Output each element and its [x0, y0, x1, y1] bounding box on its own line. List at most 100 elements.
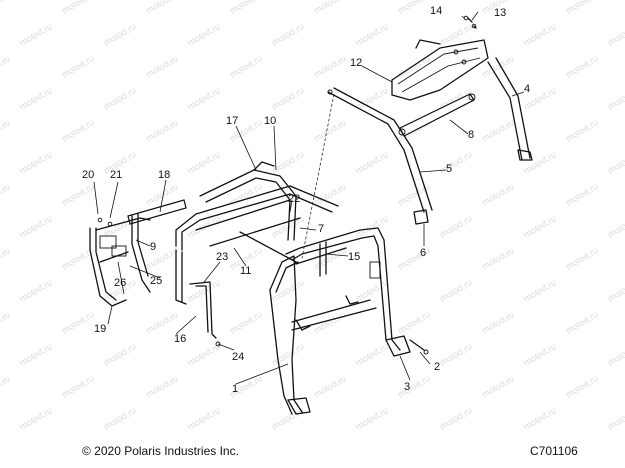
- watermark-text: motod.ru: [522, 341, 558, 367]
- watermark-text: motod.ru: [606, 341, 625, 367]
- watermark-text: motod.ru: [438, 213, 474, 239]
- watermark-text: motod.ru: [564, 309, 600, 335]
- watermark-text: motod.ru: [18, 213, 54, 239]
- watermark-text: motod.ru: [60, 309, 96, 335]
- watermark-text: motod.ru: [312, 0, 348, 16]
- watermark-text: motod.ru: [438, 149, 474, 175]
- watermark-text: motod.ru: [354, 341, 390, 367]
- watermark-text: motod.ru: [0, 373, 12, 399]
- watermark-text: motod.ru: [396, 0, 432, 16]
- part-7-15-front-cage: [285, 227, 401, 351]
- watermark-text: motod.ru: [564, 117, 600, 143]
- watermark-text: motod.ru: [480, 245, 516, 271]
- watermark-text: motod.ru: [480, 373, 516, 399]
- watermark-text: motod.ru: [564, 181, 600, 207]
- watermark-text: motod.ru: [18, 21, 54, 47]
- part-16-strut: [189, 281, 221, 347]
- watermark-text: motod.ru: [564, 373, 600, 399]
- part-5-rear-roll-bar: [327, 87, 433, 225]
- callout-13: 13: [494, 7, 506, 19]
- watermark-text: motod.ru: [564, 0, 600, 16]
- watermark-text: motod.ru: [228, 0, 264, 16]
- watermark-text: motod.ru: [438, 21, 474, 47]
- watermark-text: motod.ru: [312, 181, 348, 207]
- watermark-text: motod.ru: [144, 0, 180, 16]
- callout-6: 6: [420, 247, 426, 259]
- watermark-text: motod.ru: [0, 245, 12, 271]
- watermark-text: motod.ru: [522, 213, 558, 239]
- watermark-text: motod.ru: [480, 181, 516, 207]
- callout-24: 24: [232, 351, 244, 363]
- callout-26: 26: [114, 277, 126, 289]
- watermark-text: motod.ru: [186, 277, 222, 303]
- watermark-text: motod.ru: [102, 85, 138, 111]
- callout-14: 14: [430, 5, 442, 17]
- part-11-center-cage: [175, 185, 339, 305]
- callout-19: 19: [94, 323, 106, 335]
- callout-3: 3: [404, 381, 410, 393]
- watermark-text: motod.ru: [522, 149, 558, 175]
- part-19-left-bracket: [89, 213, 151, 307]
- watermark-text: motod.ru: [606, 21, 625, 47]
- watermark-text: motod.ru: [0, 117, 12, 143]
- watermark-text: motod.ru: [60, 373, 96, 399]
- callout-20: 20: [82, 169, 94, 181]
- callout-1: 1: [232, 383, 238, 395]
- watermark-text: motod.ru: [312, 117, 348, 143]
- watermark-text: motod.ru: [18, 277, 54, 303]
- watermark-text: motod.ru: [438, 341, 474, 367]
- copyright-notice: © 2020 Polaris Industries Inc.: [82, 444, 239, 458]
- watermark-text: motod.ru: [18, 341, 54, 367]
- diagram-id: C701106: [530, 444, 578, 458]
- callout-15: 15: [348, 251, 360, 263]
- watermark-text: motod.ru: [312, 373, 348, 399]
- watermark-text: motod.ru: [0, 181, 12, 207]
- watermark-text: motod.ru: [480, 117, 516, 143]
- watermark-text: motod.ru: [606, 149, 625, 175]
- callout-16: 16: [174, 333, 186, 345]
- watermark-text: motod.ru: [354, 149, 390, 175]
- watermark-text: motod.ru: [522, 21, 558, 47]
- callout-8: 8: [468, 129, 474, 141]
- part-12-rear-panel: [391, 15, 489, 101]
- callout-12: 12: [350, 57, 362, 69]
- watermark-text: motod.ru: [270, 85, 306, 111]
- watermark-text: motod.ru: [144, 53, 180, 79]
- watermark-text: motod.ru: [186, 21, 222, 47]
- watermark-text: motod.ru: [522, 405, 558, 431]
- callout-25: 25: [150, 275, 162, 287]
- watermark-text: motod.ru: [270, 21, 306, 47]
- watermark-text: motod.ru: [60, 181, 96, 207]
- watermark-text: motod.ru: [480, 309, 516, 335]
- watermark-text: motod.ru: [60, 53, 96, 79]
- callout-7: 7: [318, 223, 324, 235]
- callout-labels: 1 2 3 4 5 6 7 8 9 10 11 12 13 14 15 16 1…: [82, 5, 530, 395]
- watermark-text: motod.ru: [60, 0, 96, 16]
- watermark-text: motod.ru: [0, 53, 12, 79]
- callout-17: 17: [226, 115, 238, 127]
- watermark-text: motod.ru: [522, 277, 558, 303]
- watermark-text: motod.ru: [396, 309, 432, 335]
- watermark-text: motod.ru: [144, 117, 180, 143]
- watermark-text: motod.ru: [438, 405, 474, 431]
- watermark-text: motod.ru: [102, 21, 138, 47]
- callout-11: 11: [240, 265, 251, 277]
- callout-9: 9: [150, 241, 156, 253]
- watermark-text: motod.ru: [312, 309, 348, 335]
- callout-2: 2: [434, 361, 440, 373]
- watermark-text: motod.ru: [606, 213, 625, 239]
- watermark-text: motod.ru: [144, 373, 180, 399]
- callout-22: 22: [288, 193, 300, 205]
- callout-21: 21: [110, 169, 122, 181]
- part-10-17-roof-bars: [199, 161, 297, 241]
- callout-4: 4: [524, 83, 530, 95]
- watermark-text: motod.ru: [186, 405, 222, 431]
- callout-10: 10: [264, 115, 276, 127]
- watermark-text: motod.ru: [564, 245, 600, 271]
- callout-5: 5: [446, 163, 452, 175]
- watermark-text: motod.ru: [312, 53, 348, 79]
- watermark-text: motod.ru: [354, 21, 390, 47]
- watermark-text: motod.ru: [270, 277, 306, 303]
